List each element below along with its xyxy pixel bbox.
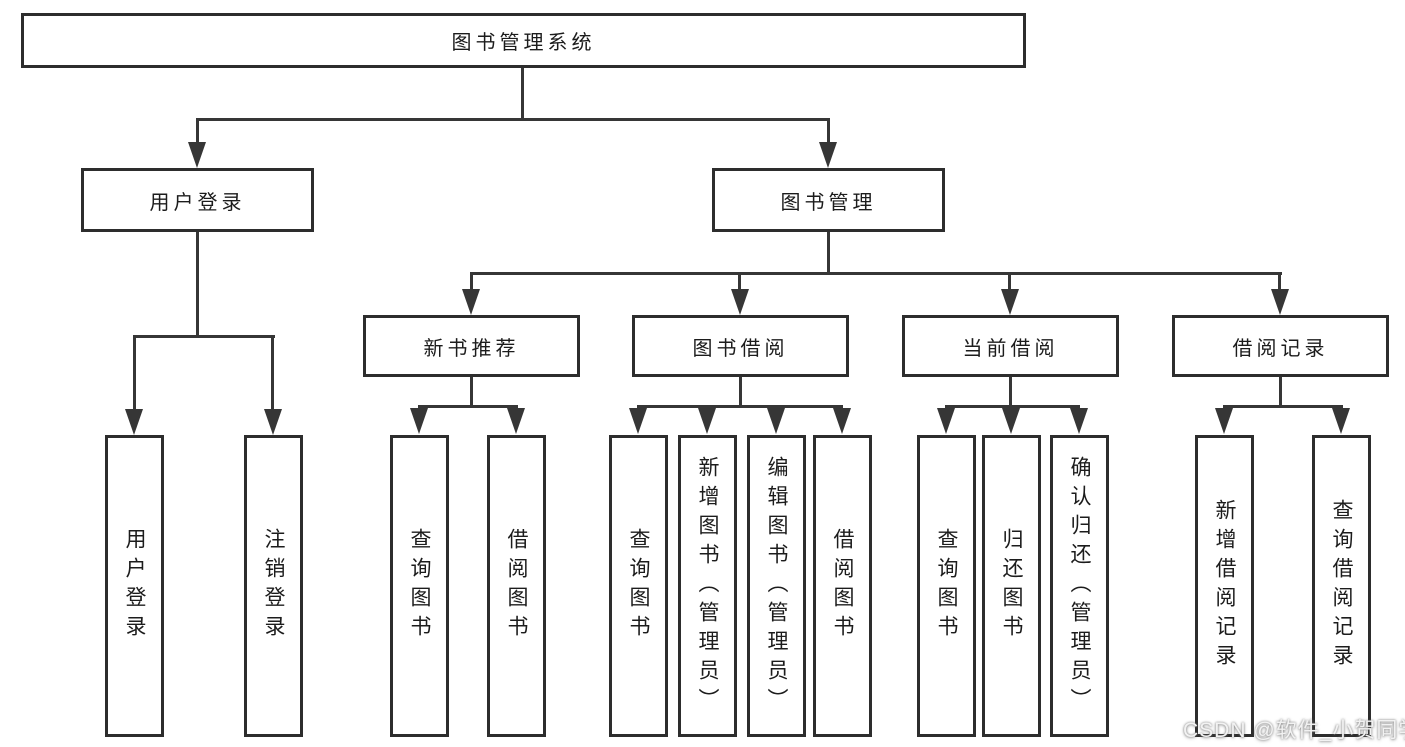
arrow-down-icon (629, 408, 647, 434)
connector-user-login-stem (196, 232, 199, 335)
arrow-down-icon (507, 408, 525, 434)
leaf-label: 查询借阅记录 (1330, 499, 1353, 673)
arrow-down-icon (264, 409, 282, 435)
connector-user-login-rail (133, 335, 275, 338)
leaf-label: 借阅图书 (505, 528, 528, 644)
arrow-down-icon (819, 142, 837, 168)
leaf-label: 新增图书（管理员） (696, 455, 719, 717)
connector-rail (418, 405, 518, 408)
arrow-down-icon (125, 409, 143, 435)
connector-drop-new-book (470, 272, 473, 291)
leaf-query-books: 查询图书 (390, 435, 449, 737)
arrow-down-icon (937, 408, 955, 434)
leaf-borrow-books: 借阅图书 (813, 435, 872, 737)
leaf-query-borrow-record: 查询借阅记录 (1312, 435, 1371, 737)
arrow-down-icon (1002, 408, 1020, 434)
leaf-label: 归还图书 (1000, 528, 1023, 644)
arrow-down-icon (698, 408, 716, 434)
connector-stem (1279, 377, 1282, 407)
node-book-management: 图书管理 (712, 168, 945, 232)
node-label: 新书推荐 (423, 337, 520, 360)
arrow-down-icon (1332, 408, 1350, 434)
connector-drop-book-borrow (738, 272, 741, 291)
leaf-return-books: 归还图书 (982, 435, 1041, 737)
connector-drop-borrow-records (1278, 272, 1281, 291)
leaf-label: 确认归还（管理员） (1068, 455, 1091, 717)
leaf-confirm-return-admin: 确认归还（管理员） (1050, 435, 1109, 737)
connector-book-mgmt-rail (470, 272, 1282, 275)
leaf-query-books: 查询图书 (917, 435, 976, 737)
node-current-borrow: 当前借阅 (902, 315, 1119, 377)
connector-drop-user-login (196, 118, 199, 146)
leaf-query-books: 查询图书 (609, 435, 668, 737)
arrow-down-icon (1001, 289, 1019, 315)
leaf-label: 编辑图书（管理员） (765, 455, 788, 717)
arrow-down-icon (767, 408, 785, 434)
node-user-login: 用户登录 (81, 168, 314, 232)
leaf-user-login: 用户登录 (105, 435, 164, 737)
connector-stem (739, 377, 742, 407)
node-library-management-system: 图书管理系统 (21, 13, 1026, 68)
leaf-borrow-books: 借阅图书 (487, 435, 546, 737)
node-label: 当前借阅 (962, 337, 1059, 360)
arrow-down-icon (410, 408, 428, 434)
connector-rail (637, 405, 843, 408)
node-label: 图书借阅 (692, 337, 789, 360)
arrow-down-icon (833, 408, 851, 434)
csdn-watermark: CSDN @软件_小贺同学 (1183, 719, 1405, 742)
arrow-down-icon (462, 289, 480, 315)
connector-book-mgmt-stem (827, 232, 830, 272)
connector-rail (1223, 405, 1343, 408)
connector-stem (470, 377, 473, 407)
arrow-down-icon (1070, 408, 1088, 434)
node-label: 图书管理系统 (451, 32, 596, 54)
connector-root-rail (196, 118, 830, 121)
connector-stem (1009, 377, 1012, 407)
connector-drop-leaf (271, 335, 274, 411)
leaf-label: 借阅图书 (831, 528, 854, 644)
arrow-down-icon (731, 289, 749, 315)
leaf-label: 用户登录 (123, 528, 146, 644)
node-label: 图书管理 (780, 191, 877, 214)
node-label: 借阅记录 (1232, 337, 1329, 360)
leaf-logout: 注销登录 (244, 435, 303, 737)
leaf-label: 查询图书 (627, 528, 650, 644)
connector-drop-current-borrow (1008, 272, 1011, 291)
node-new-book-recommend: 新书推荐 (363, 315, 580, 377)
node-label: 用户登录 (149, 191, 246, 214)
leaf-add-borrow-record: 新增借阅记录 (1195, 435, 1254, 737)
leaf-label: 注销登录 (262, 528, 285, 644)
connector-root-stem (521, 68, 524, 118)
connector-drop-leaf (133, 335, 136, 411)
connector-rail (945, 405, 1080, 408)
arrow-down-icon (188, 142, 206, 168)
connector-drop-book-management (827, 118, 830, 146)
node-book-borrow: 图书借阅 (632, 315, 849, 377)
arrow-down-icon (1271, 289, 1289, 315)
leaf-label: 查询图书 (935, 528, 958, 644)
leaf-label: 新增借阅记录 (1213, 499, 1236, 673)
leaf-label: 查询图书 (408, 528, 431, 644)
node-borrow-records: 借阅记录 (1172, 315, 1389, 377)
arrow-down-icon (1215, 408, 1233, 434)
leaf-add-books-admin: 新增图书（管理员） (678, 435, 737, 737)
leaf-edit-books-admin: 编辑图书（管理员） (747, 435, 806, 737)
